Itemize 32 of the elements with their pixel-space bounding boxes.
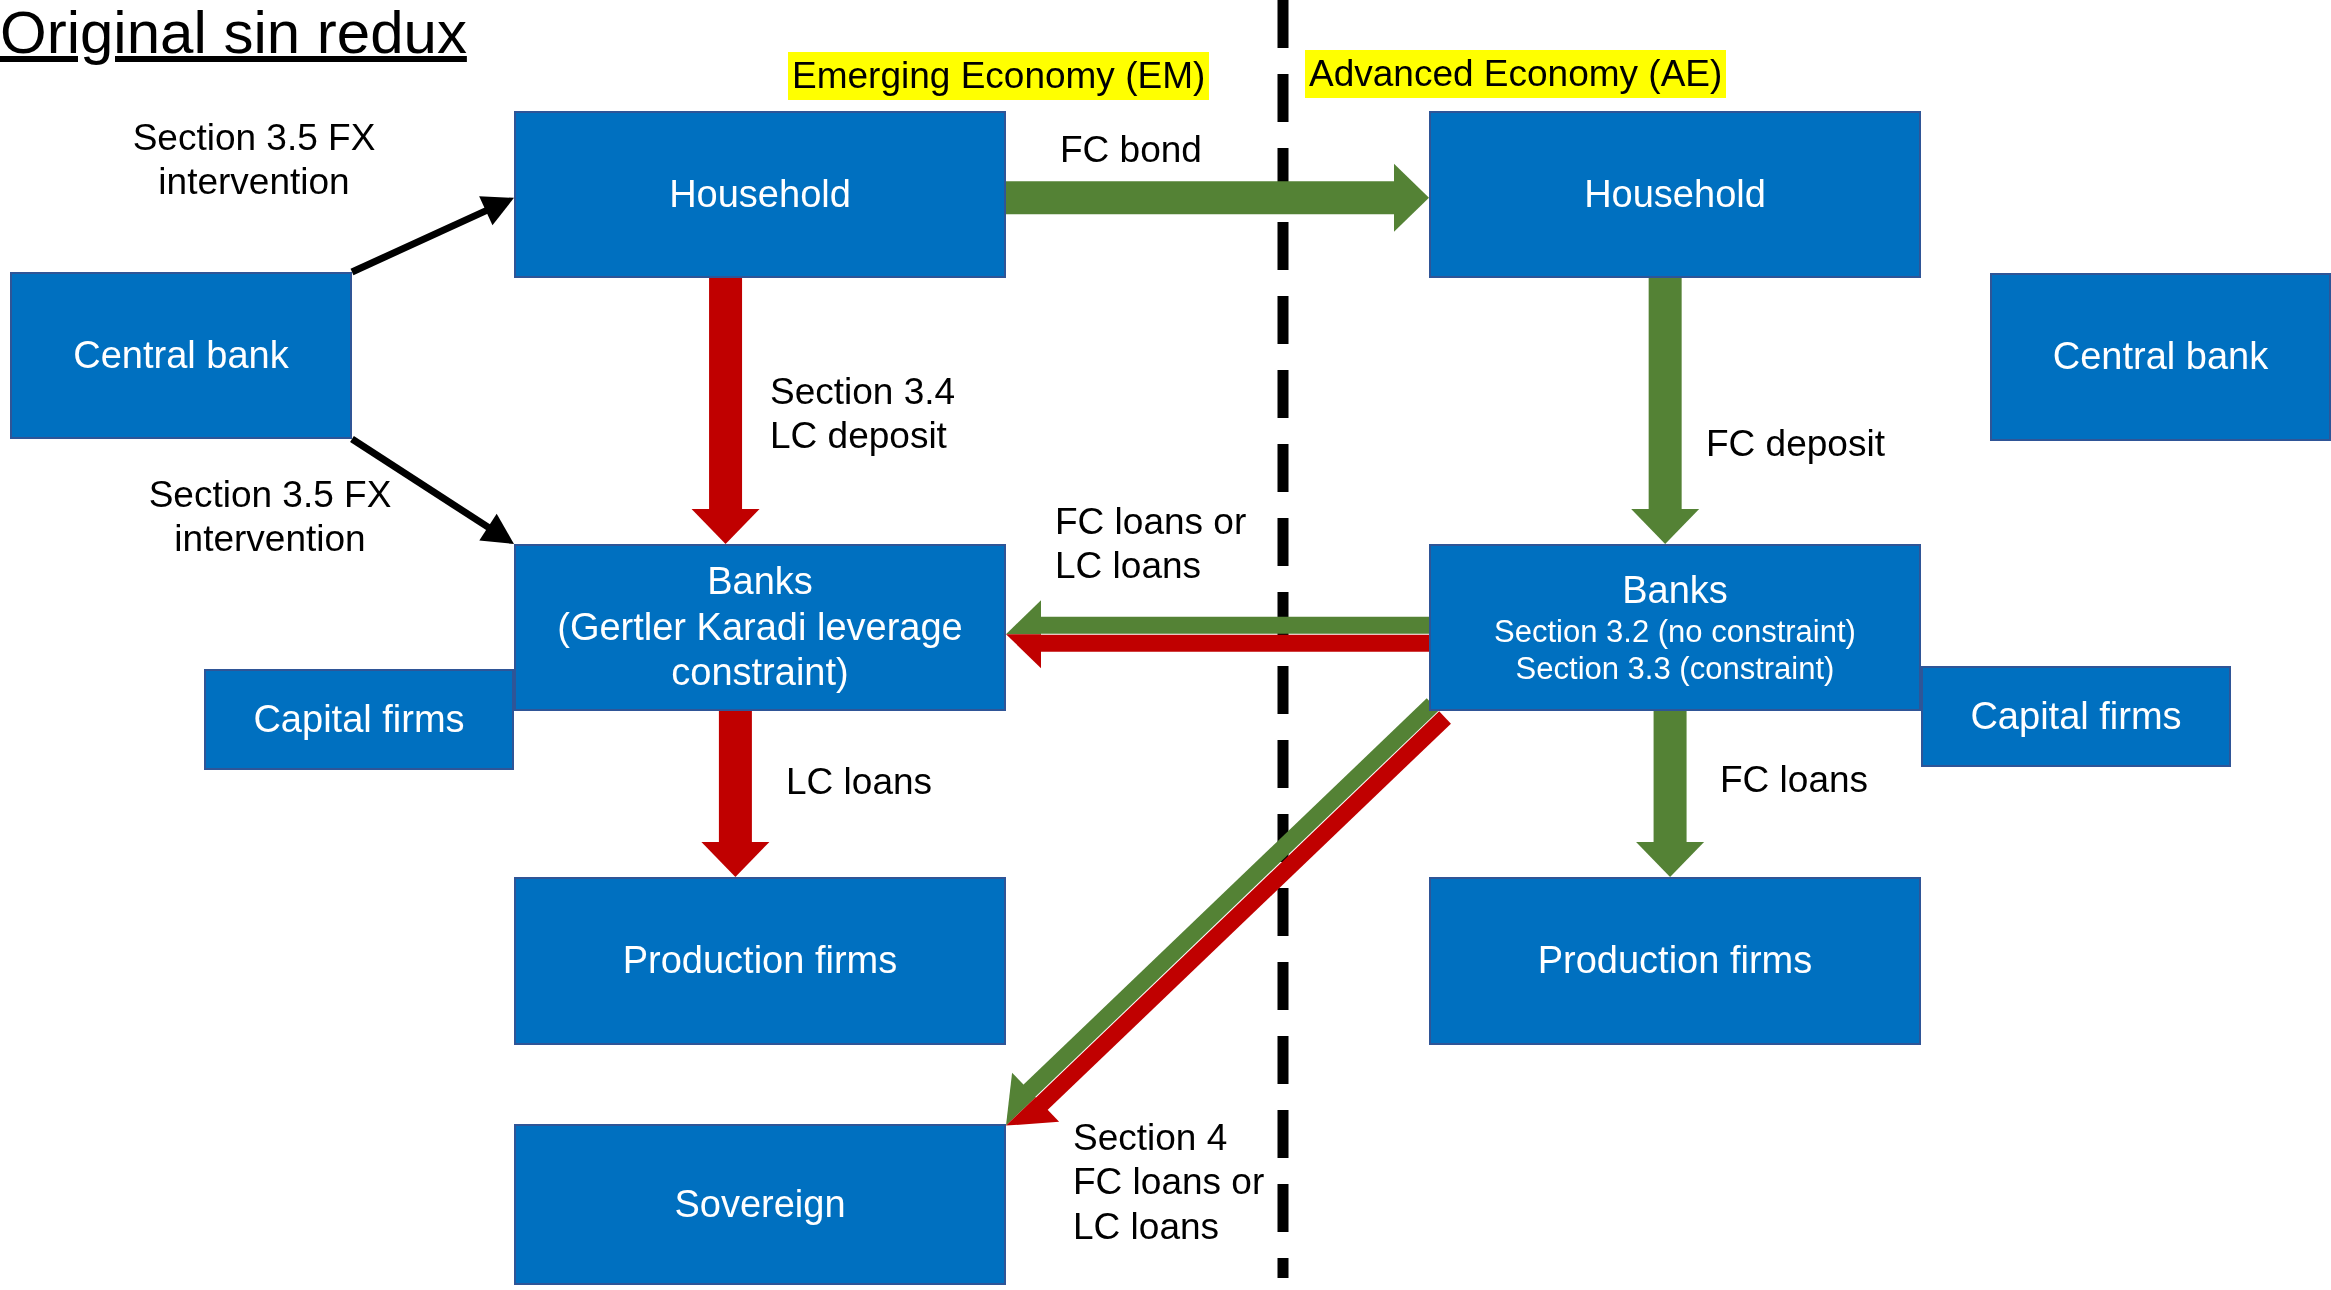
arrow [1006, 634, 1429, 669]
arrow [1631, 278, 1700, 544]
title: Original sin redux [0, 0, 467, 66]
entity-box: Central bank [10, 272, 352, 439]
edge-label: LC loans [786, 760, 934, 804]
arrow [1636, 711, 1705, 877]
entity-box: Capital firms [204, 669, 514, 770]
edge-label: Section 3.5 FX intervention [131, 116, 377, 205]
edge-label: Section 4 FC loans or LC loans [1073, 1116, 1266, 1249]
entity-box: Central bank [1990, 273, 2331, 441]
entity-box: Banks Section 3.2 (no constraint) Section 3.3 (constraint) [1429, 544, 1921, 711]
region-label: Emerging Economy (EM) [788, 52, 1210, 101]
entity-box: Household [514, 111, 1006, 278]
edge-label: Section 3.4 LC deposit [770, 370, 957, 459]
edge-label: FC bond [1060, 128, 1203, 172]
entity-box: Capital firms [1921, 666, 2231, 767]
edge-label: FC loans or LC loans [1055, 500, 1248, 589]
entity-box: Production firms [514, 877, 1006, 1045]
arrow [1006, 600, 1429, 635]
arrow [350, 436, 514, 544]
arrow [350, 196, 514, 276]
entity-box: Banks (Gertler Karadi leverage constraint) [514, 544, 1006, 711]
entity-box: Household [1429, 111, 1921, 278]
entity-box: Production firms [1429, 877, 1921, 1045]
edge-label: FC deposit [1706, 422, 1886, 466]
edge-label: FC loans [1720, 758, 1870, 802]
region-label: Advanced Economy (AE) [1305, 50, 1727, 99]
edge-label: Section 3.5 FX intervention [147, 473, 393, 562]
arrow [1006, 163, 1429, 232]
arrow [701, 711, 770, 877]
arrow [691, 278, 760, 544]
entity-box: Sovereign [514, 1124, 1006, 1285]
